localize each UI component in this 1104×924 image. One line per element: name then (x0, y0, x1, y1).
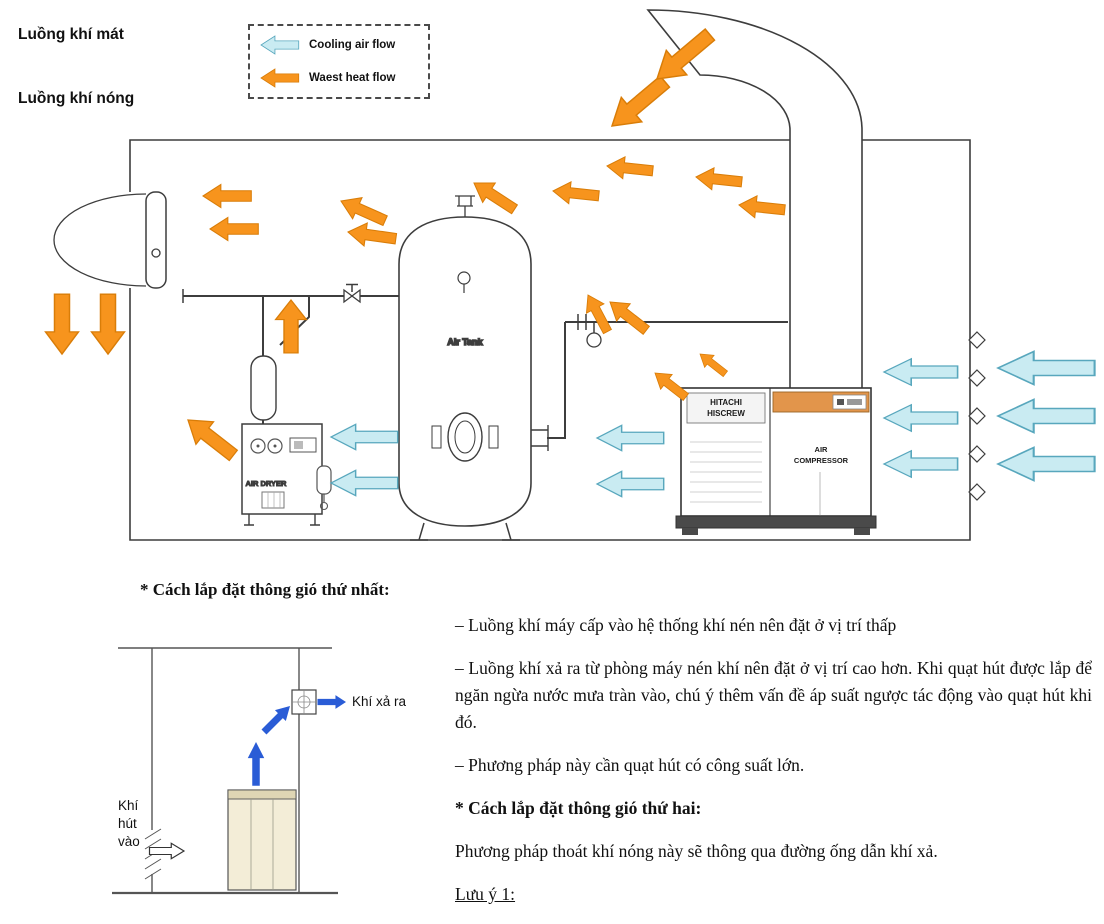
vent-method-diagram (112, 647, 338, 895)
wall-louvers (968, 331, 986, 501)
air-tank: Air Tank (398, 195, 549, 541)
hot-air-arrow (209, 216, 259, 242)
hot-air-arrow (178, 408, 243, 468)
hot-air-arrow (551, 179, 601, 208)
hot-air-arrow (345, 220, 398, 251)
louver-icon (968, 331, 986, 349)
hot-air-arrow (601, 68, 676, 139)
louver-icon (968, 483, 986, 501)
para-second-method: Phương pháp thoát khí nóng này sẽ thông … (455, 841, 938, 861)
tank-body (398, 216, 532, 527)
hot-air-arrow (578, 289, 617, 337)
exhaust-up-arrow (247, 742, 265, 786)
cool-air-arrow (883, 403, 959, 433)
tank-manhole (447, 412, 483, 462)
legend-cooling-label: Cooling air flow (309, 39, 396, 51)
heading-second-method: * Cách lắp đặt thông gió thứ hai: (455, 798, 702, 818)
pipe-valves (343, 288, 602, 348)
compressor-brand-line2: HISCREW (707, 409, 745, 418)
air-dryer-label: AIR DRYER (246, 479, 288, 488)
note-label: Lưu ý 1: (455, 884, 516, 904)
dryer-legs (244, 514, 320, 526)
flow-legend: Cooling air flow Waest heat flow (248, 24, 430, 99)
tank-top-valve (455, 195, 475, 217)
cool-air-arrow (330, 469, 399, 497)
compressor-brand-line1: HITACHI (710, 398, 742, 407)
compressor-base (675, 515, 877, 529)
air-tank-label: Air Tank (447, 337, 483, 347)
room-outline (129, 139, 971, 541)
intake-arrow (148, 842, 185, 860)
tank-legs (410, 522, 520, 541)
hot-air-arrow (602, 292, 654, 340)
dryer-vent (261, 491, 285, 509)
door (53, 191, 167, 289)
exhaust-out-arrow (317, 695, 346, 709)
intake-air-label: Khí hút vào (118, 798, 140, 849)
dryer-display (289, 437, 317, 453)
compressor-unit (227, 789, 297, 891)
louver-icon (968, 407, 986, 425)
body-text: – Luồng khí máy cấp vào hệ thống khí nén… (455, 612, 1092, 924)
exhaust-duct (646, 9, 863, 388)
legend-cooling-row: Cooling air flow (260, 35, 418, 55)
hot-air-arrow (694, 347, 731, 381)
tank-outlet-flange (531, 425, 549, 451)
line-filter (250, 355, 277, 421)
compressor-label-line2: COMPRESSOR (794, 456, 849, 465)
compressor-label-line1: AIR (815, 445, 829, 454)
hot-air-arrow (467, 172, 522, 220)
legend-waste-label: Waest heat flow (309, 72, 396, 84)
gate-valve-icon (343, 288, 354, 304)
exhaust-diagonal-arrow (258, 700, 296, 738)
hot-air-arrow (90, 293, 126, 355)
dryer-gauge-icon (267, 438, 283, 454)
bullet-exhaust-air: – Luồng khí xả ra từ phòng máy nén khí n… (455, 658, 1092, 732)
bullet-supply-air: – Luồng khí máy cấp vào hệ thống khí nén… (455, 615, 897, 635)
hot-air-arrow (737, 193, 787, 222)
cool-air-arrow (883, 357, 959, 387)
compressor-brand-plate (686, 392, 766, 424)
hot-air-arrow (694, 165, 744, 194)
label-cool-air-flow: Luồng khí mát (18, 26, 124, 43)
waste-heat-arrow-icon (260, 68, 300, 88)
label-hot-air-flow: Luồng khí nóng (18, 90, 135, 107)
louver-icon (968, 445, 986, 463)
cooling-air-arrow-icon (260, 35, 300, 55)
cool-air-arrow (596, 424, 665, 452)
exhaust-air-label: Khí xả ra (352, 694, 407, 709)
hot-air-arrow (605, 154, 655, 183)
cool-air-arrow (883, 449, 959, 479)
drain-valve-icon (586, 332, 602, 348)
bullet-fan-capacity: – Phương pháp này cần quạt hút có công s… (455, 755, 805, 775)
air-compressor: HITACHI HISCREW AIR COMPRESSOR (675, 387, 877, 535)
cool-air-arrow (596, 470, 665, 498)
hot-air-arrow (202, 183, 252, 209)
drain-filter (316, 465, 332, 495)
legend-waste-row: Waest heat flow (260, 68, 418, 88)
door-knob (151, 248, 161, 258)
cool-air-arrow (996, 350, 1096, 386)
hot-air-arrow (44, 293, 80, 355)
air-dryer: AIR DRYER (241, 355, 332, 526)
cool-air-arrow (996, 398, 1096, 434)
cool-air-arrow (996, 446, 1096, 482)
cool-air-arrow (330, 423, 399, 451)
heading-first-method: * Cách lắp đặt thông gió thứ nhất: (140, 580, 390, 599)
door-leaf (145, 191, 167, 289)
dryer-gauge-icon (250, 438, 266, 454)
louver-icon (968, 369, 986, 387)
